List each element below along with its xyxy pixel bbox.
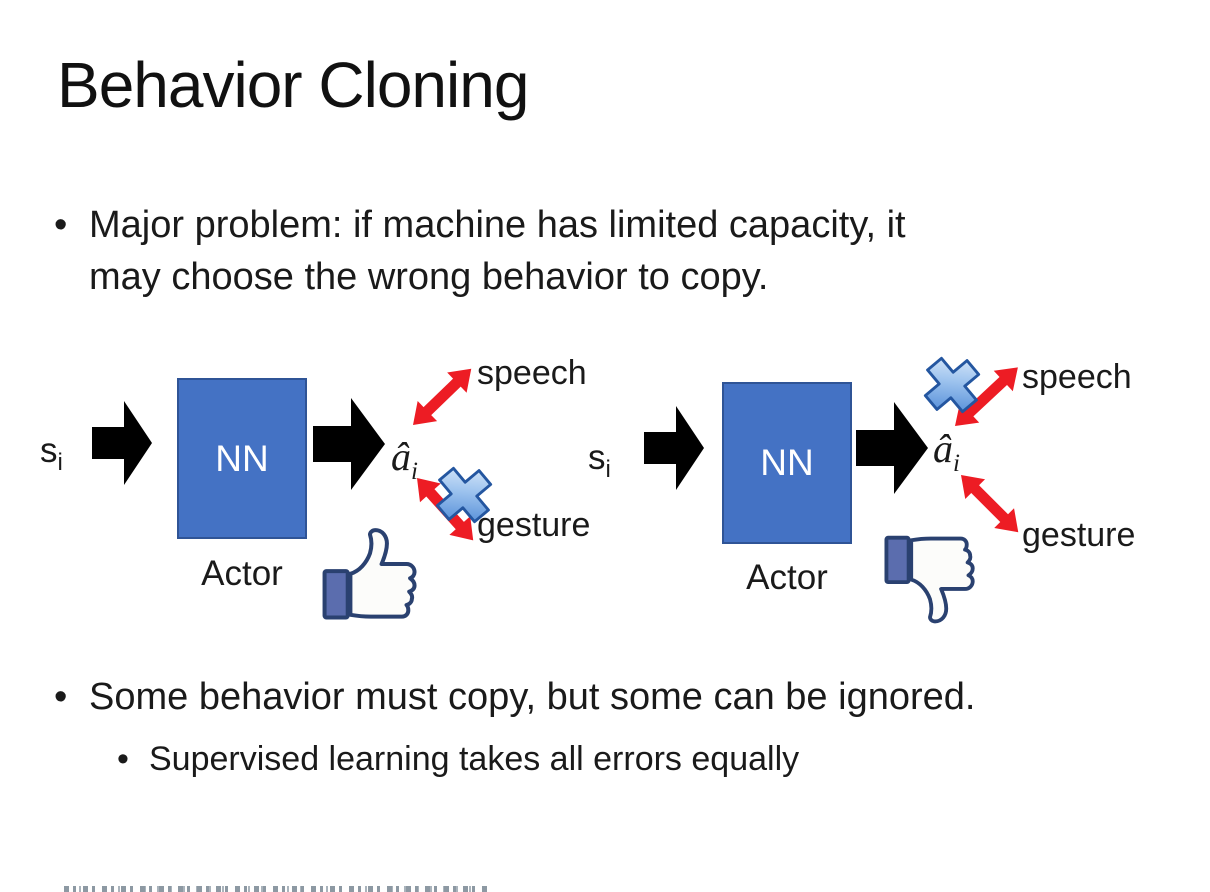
right-gesture-arrow-icon — [961, 475, 1019, 533]
bullet2-sub-text: Supervised learning takes all errors equ… — [149, 740, 800, 778]
left-gesture-arrow-icon — [417, 478, 474, 541]
right-nn-box: NN — [722, 382, 852, 544]
thumbs-up-icon — [322, 528, 417, 620]
bullet-dot: • — [54, 676, 68, 718]
bullet1-line1: Major problem: if machine has limited ca… — [89, 204, 906, 246]
right-input-arrow-icon — [644, 406, 704, 490]
right-input-label: si — [588, 438, 611, 484]
sub-bullet-dot: • — [117, 740, 129, 778]
cut-off-text-strip — [64, 886, 488, 892]
left-actor-label: Actor — [201, 554, 283, 593]
page-title: Behavior Cloning — [57, 49, 529, 121]
left-x-mark-icon — [435, 466, 493, 524]
left-output-subscript: i — [411, 458, 418, 485]
left-input-arrow-icon — [92, 401, 152, 485]
left-speech-label: speech — [477, 354, 587, 392]
left-nn-box: NN — [177, 378, 307, 539]
right-input-symbol: s — [588, 438, 606, 477]
right-input-subscript: i — [605, 456, 611, 483]
left-output-symbol: â — [391, 434, 411, 479]
left-input-subscript: i — [57, 449, 63, 476]
bullet1-line2: may choose the wrong behavior to copy. — [89, 256, 769, 298]
right-nn-label: NN — [760, 442, 814, 483]
right-output-arrow-icon — [856, 402, 928, 494]
right-speech-label: speech — [1022, 358, 1132, 396]
right-speech-arrow-icon — [955, 367, 1018, 426]
bullet2-text: Some behavior must copy, but some can be… — [89, 676, 976, 718]
bullet-dot: • — [54, 204, 68, 246]
left-gesture-label: gesture — [477, 506, 591, 544]
left-speech-arrow-icon — [413, 368, 472, 425]
right-output-symbol: â — [933, 426, 953, 471]
left-output-label: âi — [391, 433, 418, 486]
thumbs-down-icon — [884, 535, 975, 624]
right-x-mark-icon — [923, 356, 981, 414]
right-actor-label: Actor — [746, 558, 828, 597]
left-output-arrow-icon — [313, 398, 385, 490]
right-output-label: âi — [933, 425, 960, 478]
left-input-symbol: s — [40, 431, 58, 470]
left-nn-label: NN — [215, 437, 269, 479]
left-input-label: si — [40, 431, 63, 477]
right-gesture-label: gesture — [1022, 516, 1136, 554]
right-output-subscript: i — [953, 450, 960, 477]
